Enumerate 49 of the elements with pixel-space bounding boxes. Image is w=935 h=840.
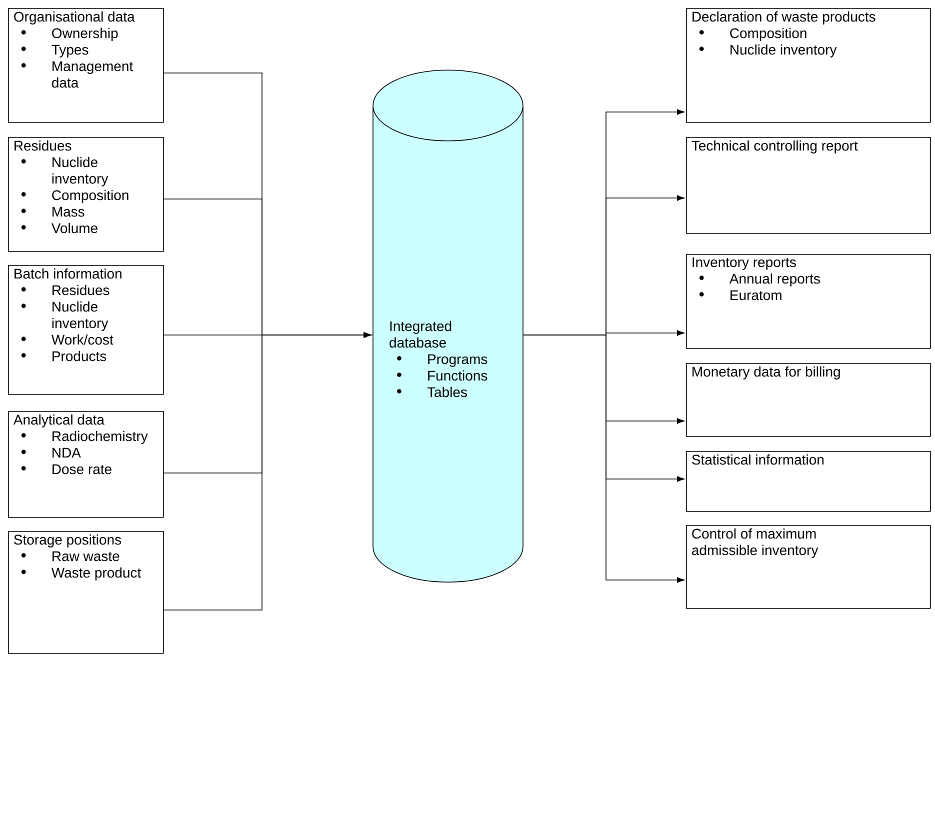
bullet-item: Tables	[397, 386, 467, 398]
box-heading: Inventory reports	[692, 257, 796, 270]
bullet-item: Work/cost	[21, 334, 114, 345]
text-box	[8, 265, 164, 395]
box-heading: Statistical information	[692, 454, 824, 465]
text-box	[8, 8, 164, 123]
bullet-item: Waste product	[21, 567, 142, 580]
bullet-item: Nuclide inventory	[21, 156, 108, 186]
bullet-item: Volume	[21, 222, 98, 234]
bullet-item: Functions	[397, 370, 488, 381]
bullet-item: Management data	[21, 61, 133, 88]
arrow	[523, 334, 685, 583]
bullet-item: Nuclide inventory	[699, 44, 837, 58]
text-box	[8, 411, 164, 518]
box-heading: Declaration of waste products	[692, 11, 876, 24]
text-box	[686, 363, 931, 437]
bullet-item: Mass	[21, 206, 84, 217]
bullet-item: Annual reports	[699, 273, 820, 286]
text-box	[686, 254, 931, 349]
bullet-item: Nuclide inventory	[21, 301, 108, 331]
bullet-item: Dose rate	[21, 464, 112, 474]
box-heading: Organisational data	[14, 11, 135, 24]
bullet-item: Composition	[699, 28, 806, 41]
box-heading: Control of maximum admissible inventory	[692, 528, 818, 558]
box-heading: Residues	[14, 140, 72, 151]
text-box	[686, 8, 931, 123]
box-heading: Batch information	[14, 268, 122, 279]
text-box	[686, 137, 931, 234]
bullet-item: Radiochemistry	[21, 430, 148, 444]
bullet-item: NDA	[21, 448, 81, 458]
text-box	[686, 451, 931, 512]
box-heading: Analytical data	[13, 414, 104, 428]
box-heading: Monetary data for billing	[692, 366, 840, 380]
bullet-item: Euratom	[699, 290, 782, 300]
box-heading: Integrated database	[390, 320, 452, 348]
bullet-item: Types	[21, 44, 88, 58]
text-box	[8, 137, 164, 252]
bullet-item: Composition	[21, 190, 128, 203]
text-box	[8, 531, 164, 654]
bullet-item: Programs	[397, 354, 488, 367]
text-box	[686, 525, 931, 609]
arrow	[163, 332, 372, 610]
bullet-item: Ownership	[21, 28, 118, 41]
bullet-item: Products	[21, 350, 106, 362]
box-heading: Technical controlling report	[692, 140, 858, 154]
bullet-item: Residues	[21, 284, 110, 296]
database-cylinder	[372, 70, 524, 582]
bullet-item: Raw waste	[21, 551, 120, 562]
box-heading: Storage positions	[14, 534, 122, 548]
